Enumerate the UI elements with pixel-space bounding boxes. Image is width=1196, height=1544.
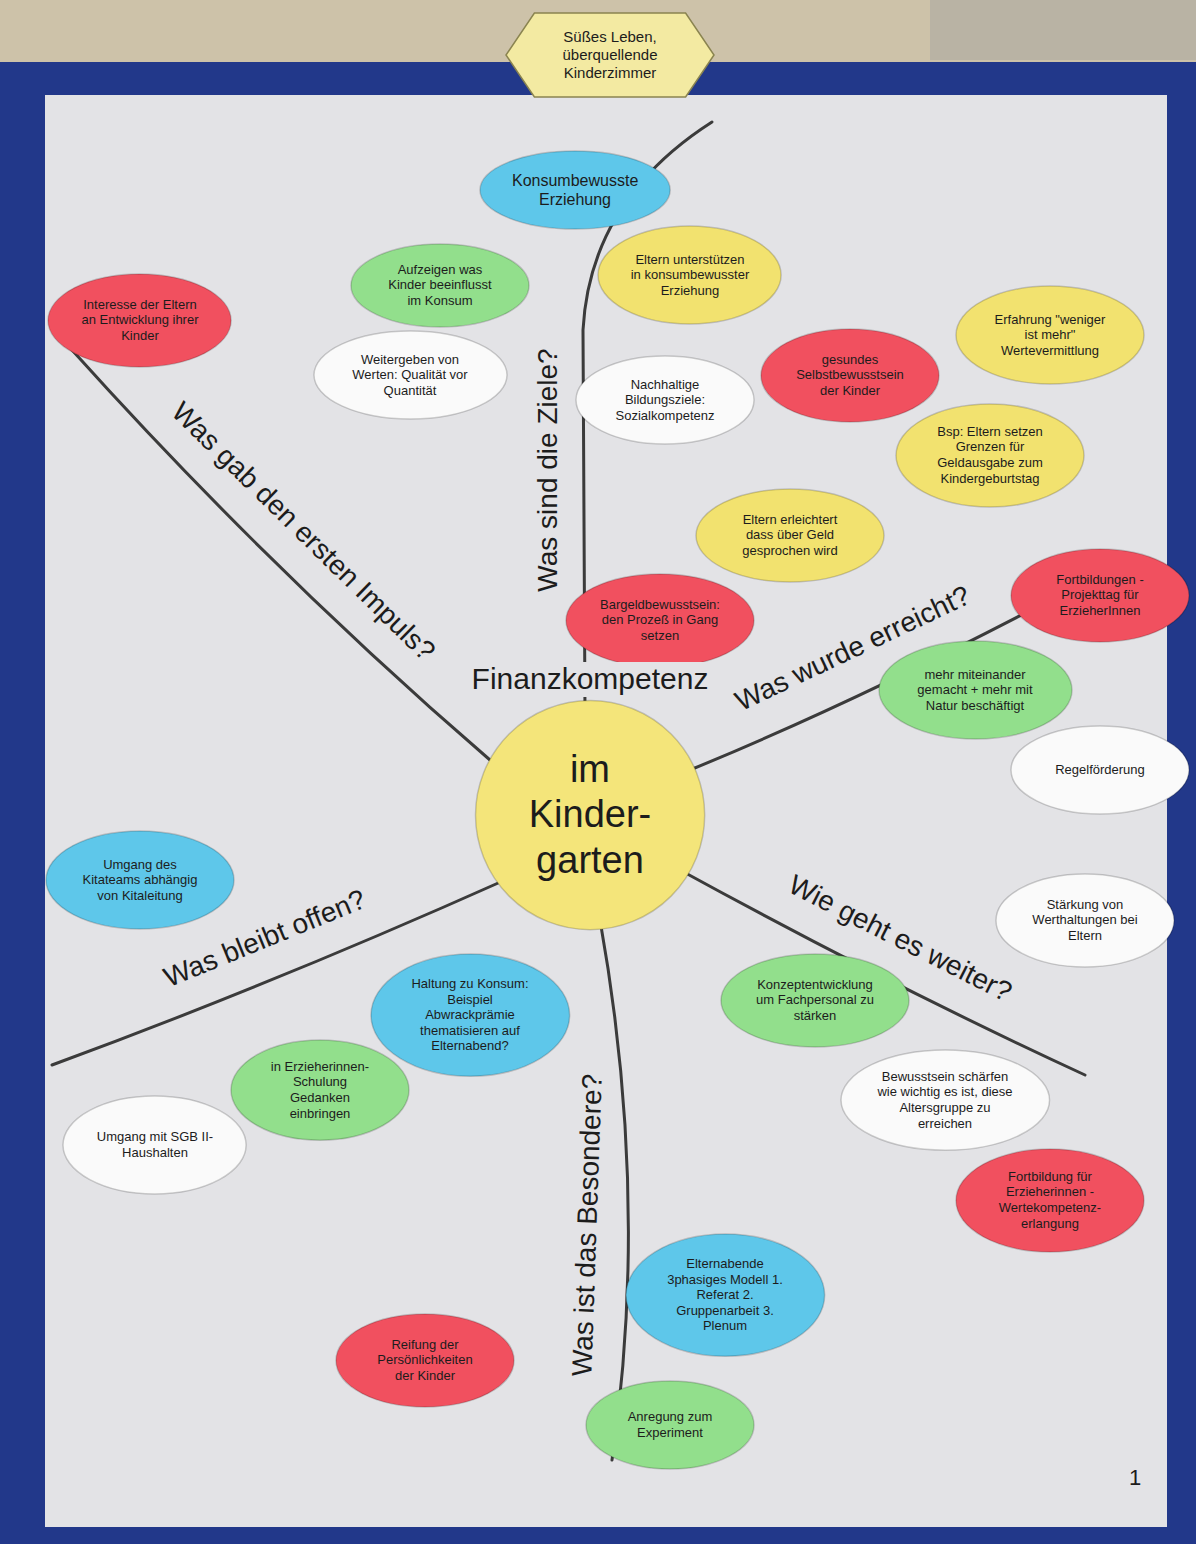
ellipse-shape — [956, 1149, 1144, 1252]
idea-card: Interesse der Eltern an Entwicklung ihre… — [47, 273, 232, 368]
idea-card: Stärkung von Werthaltungen bei Eltern — [995, 873, 1175, 968]
ellipse-shape — [598, 226, 781, 324]
card-text: Konsumbewusste Erziehung — [512, 171, 638, 209]
ellipse-shape — [841, 1050, 1050, 1150]
idea-card: Umgang des Kitateams abhängig von Kitale… — [45, 830, 235, 930]
card-text: Umgang mit SGB II-Haushalten — [94, 1129, 215, 1160]
center-circle: im Kinder- gartenFinanzkompetenz — [474, 699, 706, 931]
idea-card: Konzeptentwicklung um Fachpersonal zu st… — [720, 953, 910, 1048]
idea-card: Nachhaltige Bildungsziele: Sozialkompete… — [575, 355, 755, 445]
ellipse-shape — [956, 286, 1144, 384]
paper — [45, 95, 1167, 1527]
card-text: in Erzieherinnen-Schulung Gedanken einbr… — [261, 1059, 378, 1121]
card-text: Aufzeigen was Kinder beeinflusst im Kons… — [381, 262, 498, 309]
idea-card: Bewusstsein schärfen wie wichtig es ist,… — [840, 1049, 1051, 1151]
ellipse-shape — [761, 329, 939, 422]
ellipse-shape — [336, 1314, 514, 1407]
idea-card: Aufzeigen was Kinder beeinflusst im Kons… — [350, 243, 530, 328]
board — [0, 62, 1196, 1544]
ellipse-shape — [896, 404, 1084, 507]
hexagon-shape — [506, 13, 714, 97]
idea-card: gesundes Selbstbewusstsein der Kinder — [760, 328, 940, 423]
center-text: im Kinder- garten — [505, 747, 675, 884]
card-text: Eltern erleichtert dass über Geld gespro… — [728, 512, 852, 559]
idea-card: Erfahrung "weniger ist mehr" Wertevermit… — [955, 285, 1145, 385]
branch-label: Was ist das Besondere? — [567, 1073, 608, 1376]
idea-card: Eltern erleichtert dass über Geld gespro… — [695, 488, 885, 583]
card-text: Bsp: Eltern setzen Grenzen für Geldausga… — [928, 424, 1052, 486]
ellipse-shape — [314, 331, 507, 419]
title-card: Süßes Leben, überquellende Kinderzimmer — [505, 12, 715, 98]
card-text: Interesse der Eltern an Entwicklung ihre… — [79, 297, 200, 344]
idea-card: Bargeldbewusstsein: den Prozeß in Gang s… — [565, 573, 755, 668]
ellipse-shape — [1011, 549, 1189, 642]
ellipse-shape — [879, 641, 1072, 739]
card-text: Umgang des Kitateams abhängig von Kitale… — [78, 857, 202, 904]
ellipse-shape — [48, 274, 231, 367]
ellipse-shape — [996, 874, 1174, 967]
idea-card: Konsumbewusste Erziehung — [479, 150, 671, 230]
ellipse-shape — [46, 831, 234, 929]
ellipse-shape — [231, 1040, 409, 1140]
idea-card: in Erzieherinnen-Schulung Gedanken einbr… — [230, 1039, 410, 1141]
idea-card: Eltern unterstützen in konsumbewusster E… — [597, 225, 782, 325]
card-text: Nachhaltige Bildungsziele: Sozialkompete… — [606, 377, 723, 424]
card-text: Erfahrung "weniger ist mehr" Wertevermit… — [988, 312, 1112, 359]
card-text: Reifung der Persönlichkeiten der Kinder — [366, 1337, 483, 1384]
card-text: Bewusstsein schärfen wie wichtig es ist,… — [875, 1069, 1014, 1131]
idea-card: Weitergeben von Werten: Qualität vor Qua… — [313, 330, 508, 420]
idea-card: Reifung der Persönlichkeiten der Kinder — [335, 1313, 515, 1408]
card-text: Elternabende 3phasiges Modell 1. Referat… — [659, 1256, 791, 1334]
ellipse-shape — [696, 489, 884, 582]
idea-card: Regelförderung — [1010, 725, 1190, 815]
idea-card: Elternabende 3phasiges Modell 1. Referat… — [625, 1233, 826, 1357]
ellipse-shape — [586, 1381, 754, 1469]
card-text: Haltung zu Konsum: Beispiel Abwrackprämi… — [404, 976, 536, 1054]
card-text: Stärkung von Werthaltungen bei Eltern — [1026, 897, 1143, 944]
ellipse-shape — [721, 954, 909, 1047]
ellipse-shape — [480, 151, 670, 229]
circle-shape — [475, 700, 704, 929]
idea-card: mehr miteinander gemacht + mehr mit Natu… — [878, 640, 1073, 740]
card-text: Eltern unterstützen in konsumbewusster E… — [629, 252, 750, 299]
window — [930, 0, 1196, 60]
card-text: Fortbildung für Erzieherinnen -Wertekomp… — [988, 1169, 1112, 1231]
ellipse-shape — [63, 1096, 246, 1194]
card-text: Regelförderung — [1041, 762, 1158, 778]
ellipse-shape — [371, 954, 570, 1076]
card-text: Anregung zum Experiment — [615, 1409, 725, 1440]
ellipse-shape — [576, 356, 754, 444]
idea-card: Fortbildungen - Projekttag für ErzieherI… — [1010, 548, 1190, 643]
page-number: 1 — [1129, 1466, 1141, 1490]
idea-card: Anregung zum Experiment — [585, 1380, 755, 1470]
ellipse-shape — [566, 574, 754, 667]
card-text: Konzeptentwicklung um Fachpersonal zu st… — [753, 977, 877, 1024]
idea-card: Fortbildung für Erzieherinnen -Wertekomp… — [955, 1148, 1145, 1253]
card-text: Fortbildungen - Projekttag für ErzieherI… — [1041, 572, 1158, 619]
center-heading: Finanzkompetenz — [466, 662, 715, 697]
idea-card: Bsp: Eltern setzen Grenzen für Geldausga… — [895, 403, 1085, 508]
card-text: gesundes Selbstbewusstsein der Kinder — [791, 352, 908, 399]
ellipse-shape — [626, 1234, 825, 1356]
card-outline — [479, 150, 671, 230]
idea-card: Umgang mit SGB II-Haushalten — [62, 1095, 247, 1195]
card-text: mehr miteinander gemacht + mehr mit Natu… — [911, 667, 1039, 714]
ellipse-shape — [351, 244, 529, 327]
card-text: Weitergeben von Werten: Qualität vor Qua… — [346, 352, 474, 399]
branch-label: Was sind die Ziele? — [533, 348, 564, 591]
ellipse-shape — [1011, 726, 1189, 814]
card-text: Bargeldbewusstsein: den Prozeß in Gang s… — [598, 597, 722, 644]
idea-card: Haltung zu Konsum: Beispiel Abwrackprämi… — [370, 953, 571, 1077]
title-text: Süßes Leben, überquellende Kinderzimmer — [535, 28, 685, 82]
branch-label: Was gab den ersten Impuls? — [165, 397, 440, 668]
